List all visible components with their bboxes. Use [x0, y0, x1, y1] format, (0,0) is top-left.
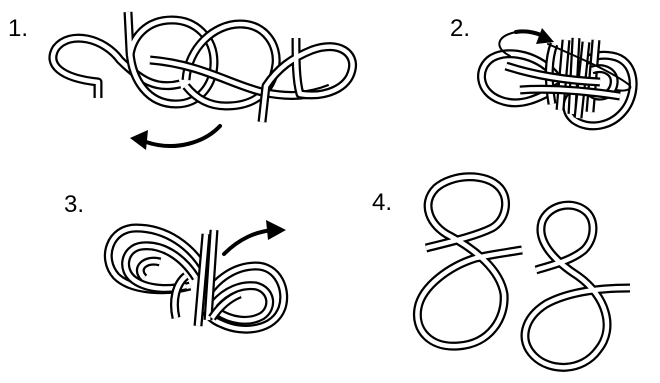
step-1-rotate-arrow-icon — [130, 126, 220, 150]
step-4-piece-2-icon — [525, 205, 630, 367]
step-4-piece-1-icon — [417, 177, 522, 346]
wire-segment-outline — [53, 38, 180, 98]
step-3-puzzle-icon — [108, 228, 283, 329]
step-1-puzzle-icon — [53, 12, 353, 122]
step-3-panel: 3. — [64, 191, 286, 329]
step-1-number: 1. — [8, 15, 28, 42]
step-4-number: 4. — [372, 189, 392, 216]
step-3-pull-arrow-icon — [224, 220, 286, 254]
wire-segment-core — [417, 177, 522, 346]
step-1-panel: 1. — [8, 12, 353, 150]
step-4-panel: 4. — [372, 177, 630, 368]
step-2-panel: 2. — [450, 15, 633, 126]
wire-segment-core — [525, 205, 630, 367]
wire-segment-outline — [128, 12, 214, 104]
step-3-number: 3. — [64, 191, 84, 218]
step-2-number: 2. — [450, 15, 470, 42]
step-2-puzzle-icon — [482, 38, 634, 126]
